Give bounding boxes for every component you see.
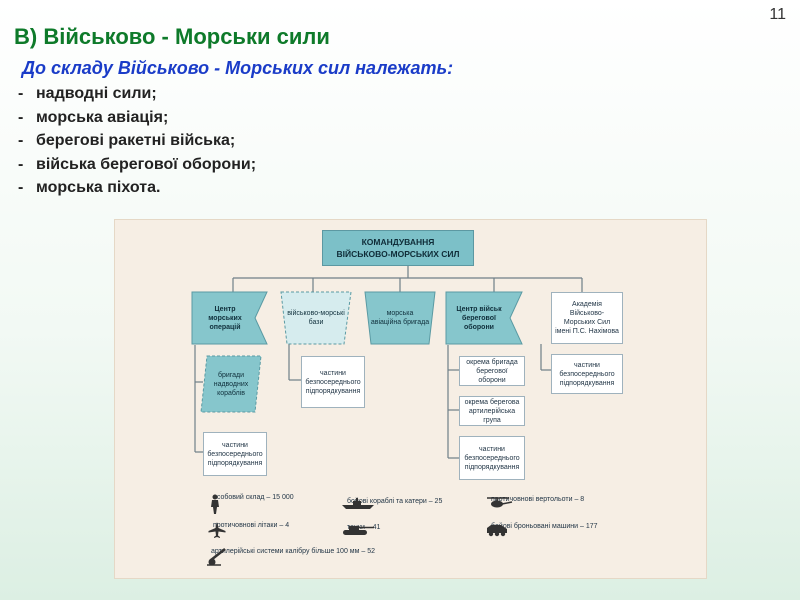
academy-direct-line: безпосереднього (559, 370, 615, 378)
coastal-brigade-box: окрема бригада берегової оборони (459, 356, 525, 386)
list-item: -морська піхота. (18, 176, 256, 200)
subtitle: До складу Військово - Морських сил належ… (22, 58, 454, 78)
academy-direct-line: підпорядкування (559, 379, 615, 387)
ship-brigades-line: надводних (213, 380, 249, 388)
ops-center-shape (191, 291, 268, 345)
naval-bases-shape (280, 291, 352, 345)
ship-brigades-label: бригади надводних кораблів (203, 358, 259, 410)
command-line-1: КОМАНДУВАННЯ (361, 237, 435, 247)
list-item-text: морська авіація; (36, 108, 169, 126)
coastal-direct-line: підпорядкування (464, 463, 520, 471)
coastal-center-line: оборони (464, 323, 494, 331)
academy-line: Академія Військово- (569, 301, 605, 317)
org-chart-diagram: КОМАНДУВАННЯ ВІЙСЬКОВО-МОРСЬКИХ СИЛ Цент… (114, 219, 707, 579)
ship-brigades-line: кораблів (217, 389, 245, 397)
aircraft-icon (208, 522, 226, 538)
academy-line: Морських Сил (563, 319, 611, 326)
org-chart-lines (191, 266, 583, 459)
ops-center-line: морських (208, 314, 242, 322)
aviation-brigade-line: авіаційна бригада (370, 319, 430, 326)
artillery-icon (207, 548, 226, 566)
ops-center-line: операцій (209, 323, 241, 331)
coastal-brigade-line: берегової оборони (476, 367, 508, 384)
naval-bases-line: військово-морські (287, 310, 345, 317)
aviation-brigade-shape (364, 291, 436, 345)
bases-direct-units-box: частини безпосереднього підпорядкування (301, 356, 365, 408)
academy-box: Академія Військово- Морських Сил імені П… (551, 292, 623, 344)
ops-direct-units-box: частини безпосереднього підпорядкування (203, 432, 267, 476)
legend-armored-vehicles: бойові броньовані машини – 177 (485, 523, 598, 537)
naval-bases-line: бази (308, 319, 324, 326)
academy-line: імені П.С. Нахімова (555, 328, 619, 335)
legend-text: протичовнові літаки – 4 (213, 522, 290, 529)
ship-brigades-line: бригади (217, 371, 245, 379)
coastal-direct-line: частини (479, 445, 505, 453)
academy-direct-line: частини (574, 361, 600, 369)
aviation-brigade-line: морська (386, 310, 414, 317)
legend-text: особовий склад – 15 000 (213, 494, 294, 501)
bases-direct-line: підпорядкування (305, 387, 361, 395)
ops-direct-line: підпорядкування (207, 459, 263, 467)
bases-direct-line: частини (320, 369, 346, 377)
academy-direct-units-box: частини безпосереднього підпорядкування (551, 354, 623, 394)
bullet-dash: - (18, 108, 24, 126)
coastal-direct-units-box: частини безпосереднього підпорядкування (459, 436, 525, 480)
ops-direct-line: частини (222, 441, 248, 449)
artillery-group-line: окрема берегова (464, 398, 520, 406)
bases-direct-line: безпосереднього (305, 378, 361, 386)
list-item: -морська авіація; (18, 106, 256, 130)
coastal-center-line: берегової (462, 314, 496, 322)
list-item: -надводні сили; (18, 82, 256, 106)
tank-icon (343, 526, 374, 535)
bullet-dash: - (18, 132, 24, 149)
ops-center-line: Центр (214, 305, 236, 313)
coastal-brigade-line: окрема бригада (466, 358, 518, 366)
legend-warships: бойові кораблі та катери – 25 (341, 498, 443, 509)
warship-icon (342, 498, 374, 509)
list-item-text: надводні сили; (36, 85, 157, 102)
armored-vehicle-icon (487, 525, 507, 537)
bullet-dash: - (18, 179, 24, 196)
legend-personnel: особовий склад – 15 000 (207, 494, 294, 514)
legend-text: бойові кораблі та катери – 25 (347, 498, 443, 505)
bullet-list: -надводні сили; -морська авіація; -берег… (18, 82, 256, 200)
ship-brigades-shape (200, 355, 262, 413)
legend-text: протичовнові вертольоти – 8 (491, 496, 585, 503)
helicopter-icon (487, 497, 513, 508)
coastal-center-label: Центр військ берегової оборони (448, 294, 510, 342)
naval-bases-label: військово-морські бази (283, 294, 349, 342)
page-title: В) Військово - Морськи сили (14, 24, 330, 49)
list-item: -берегові ракетні війська; (18, 129, 256, 153)
legend-artillery: артилерійські системи калібру більше 100… (205, 548, 375, 566)
soldier-icon (211, 494, 219, 514)
bullet-dash: - (18, 155, 24, 173)
list-item-text: морська піхота. (36, 179, 161, 196)
list-item-text: берегові ракетні війська; (36, 132, 236, 149)
list-item: -війська берегової оборони; (18, 153, 256, 177)
ops-center-label: Центр морських операцій (195, 294, 255, 342)
ops-direct-line: безпосереднього (207, 450, 263, 458)
coastal-direct-line: безпосереднього (464, 454, 520, 462)
legend-helicopters: протичовнові вертольоти – 8 (485, 496, 585, 508)
bullet-dash: - (18, 85, 24, 102)
artillery-group-box: окрема берегова артилерійська група (459, 396, 525, 426)
legend-text: бойові броньовані машини – 177 (491, 523, 598, 530)
coastal-center-shape (445, 291, 523, 345)
command-line-2: ВІЙСЬКОВО-МОРСЬКИХ СИЛ (336, 249, 460, 259)
command-box: КОМАНДУВАННЯ ВІЙСЬКОВО-МОРСЬКИХ СИЛ (322, 230, 474, 266)
slide-number: 11 (769, 6, 786, 23)
coastal-center-line: Центр військ (456, 305, 502, 313)
aviation-brigade-label: морська авіаційна бригада (367, 294, 433, 342)
artillery-group-line: артилерійська група (468, 407, 516, 424)
legend-tanks: танки – 41 (341, 524, 380, 535)
legend-text: артилерійські системи калібру більше 100… (211, 548, 375, 555)
legend-aircraft: протичовнові літаки – 4 (207, 522, 290, 538)
list-item-text: війська берегової оборони; (36, 155, 257, 173)
